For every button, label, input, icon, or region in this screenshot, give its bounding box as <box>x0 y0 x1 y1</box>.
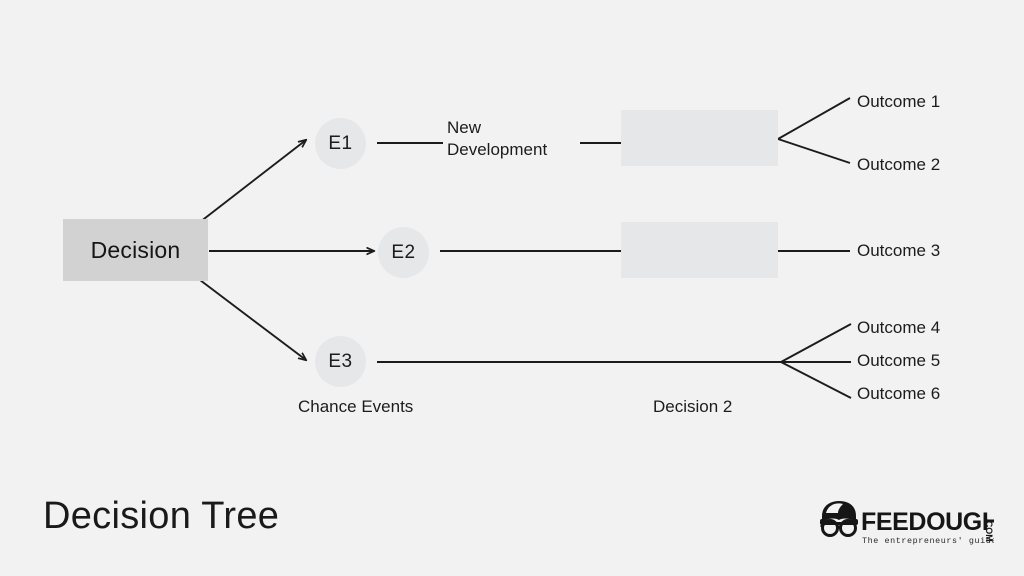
chance-node-e1[interactable]: E1 <box>315 118 366 169</box>
stage-label-chance-events: Chance Events <box>298 397 414 416</box>
edge-decision-to-e1 <box>199 140 306 223</box>
chance-node-e1-label: E1 <box>328 132 353 154</box>
feedough-domain-suffix: .COM <box>984 518 994 542</box>
chance-node-e2-label: E2 <box>391 241 416 263</box>
outcome-label-6: Outcome 6 <box>857 384 941 403</box>
edge-label-new-development: New Development <box>444 117 580 161</box>
stage-label-decision-2: Decision 2 <box>653 397 733 416</box>
chance-node-e3[interactable]: E3 <box>315 336 366 387</box>
decision-root-node[interactable]: Decision <box>63 219 208 281</box>
edge-label-new-development-line2: Development <box>447 139 548 159</box>
chance-node-e2[interactable]: E2 <box>378 227 429 278</box>
slide-title: Decision Tree <box>43 495 280 537</box>
chance-node-e3-label: E3 <box>328 350 353 372</box>
feedough-face-icon <box>819 501 858 537</box>
outcome-label-4: Outcome 4 <box>857 318 941 337</box>
edge-fan-to-outcome4 <box>780 323 852 363</box>
decision-root-label: Decision <box>90 236 181 263</box>
edge-label-new-development-line1: New <box>447 118 482 137</box>
edge-d2box-to-outcome1 <box>777 97 851 140</box>
feedough-wordmark: FEEDOUGH <box>861 508 994 536</box>
feedough-logo[interactable]: FEEDOUGH .COM The entrepreneurs' guide <box>818 500 994 548</box>
outcome-label-1: Outcome 1 <box>857 92 941 111</box>
decision2-box-middle[interactable] <box>621 222 778 278</box>
decision2-box-top[interactable] <box>621 110 778 166</box>
outcome-label-2: Outcome 2 <box>857 155 941 174</box>
edge-d2box-to-outcome2 <box>777 138 851 164</box>
outcome-label-5: Outcome 5 <box>857 351 941 370</box>
edge-fan-to-outcome6 <box>780 361 852 399</box>
outcome-label-3: Outcome 3 <box>857 241 941 260</box>
edge-decision-to-e3 <box>199 279 306 360</box>
feedough-tagline: The entrepreneurs' guide <box>862 536 994 546</box>
